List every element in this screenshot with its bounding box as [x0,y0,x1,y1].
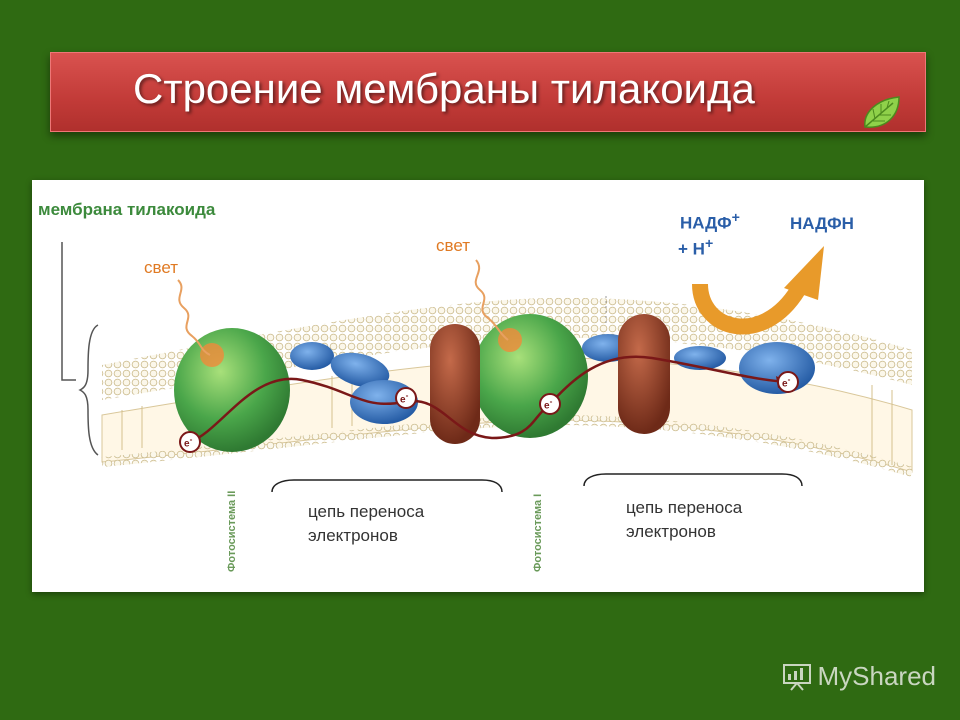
membrane-top-layer [102,297,912,400]
cytochrome-complex-left [430,324,480,444]
plastoquinone-carrier [290,342,334,370]
electron-label-4: e- [782,374,791,390]
leaf-icon [864,96,900,128]
membrane-bracket-lower [78,324,99,456]
membrane-illustration [61,242,914,493]
nadp-superscript: + [731,210,740,226]
slide-title: Строение мембраны тилакоида [133,65,755,112]
chain-bracket-left [271,479,503,493]
h-text: + Н [678,239,705,259]
chain-bracket-right [583,473,803,487]
light-label-left: свет [144,258,179,277]
light-label-right: свет [436,236,471,255]
watermark-text: MyShared [817,661,937,691]
watermark: MyShared [782,661,937,692]
chain-left-line1: цепь переноса [308,502,425,521]
photosystem-ii-label: Фотосистема II [226,490,238,572]
electron-label-1: e- [184,434,193,450]
electron-path [189,355,789,444]
photosystem-i [472,314,588,438]
light-ray-left [177,279,211,356]
thylakoid-diagram: мембрана тилакоида свет свет НАДФ+ + Н+ … [32,180,924,592]
chain-left-line2: электронов [308,526,398,545]
h-superscript: + [704,236,714,252]
presentation-icon [782,663,811,691]
membrane-bracket-upper [61,242,76,381]
h-plus-label: + Н+ [678,236,713,260]
chain-right-line2: электронов [626,522,716,541]
nadp-text: НАДФ [680,213,732,233]
photosystem-i-label: Фотосистема I [532,493,544,572]
carrier-complex-left-top [330,352,390,388]
nadph-label: НАДФН [790,214,854,233]
membrane-label: мембрана тилакоида [38,200,216,219]
electron-markers [179,371,799,453]
chain-right-line1: цепь переноса [626,498,743,517]
nadph-arrow [692,283,805,335]
electron-label-2: e- [400,390,409,406]
cytochrome-complex-right [618,314,670,434]
light-ray-right [474,259,509,341]
nadp-plus-label: НАДФ+ [680,210,740,234]
electron-label-3: e- [544,396,553,412]
nadp-reductase [739,342,815,394]
title-bar: Строение мембраны тилакоида [50,52,926,132]
